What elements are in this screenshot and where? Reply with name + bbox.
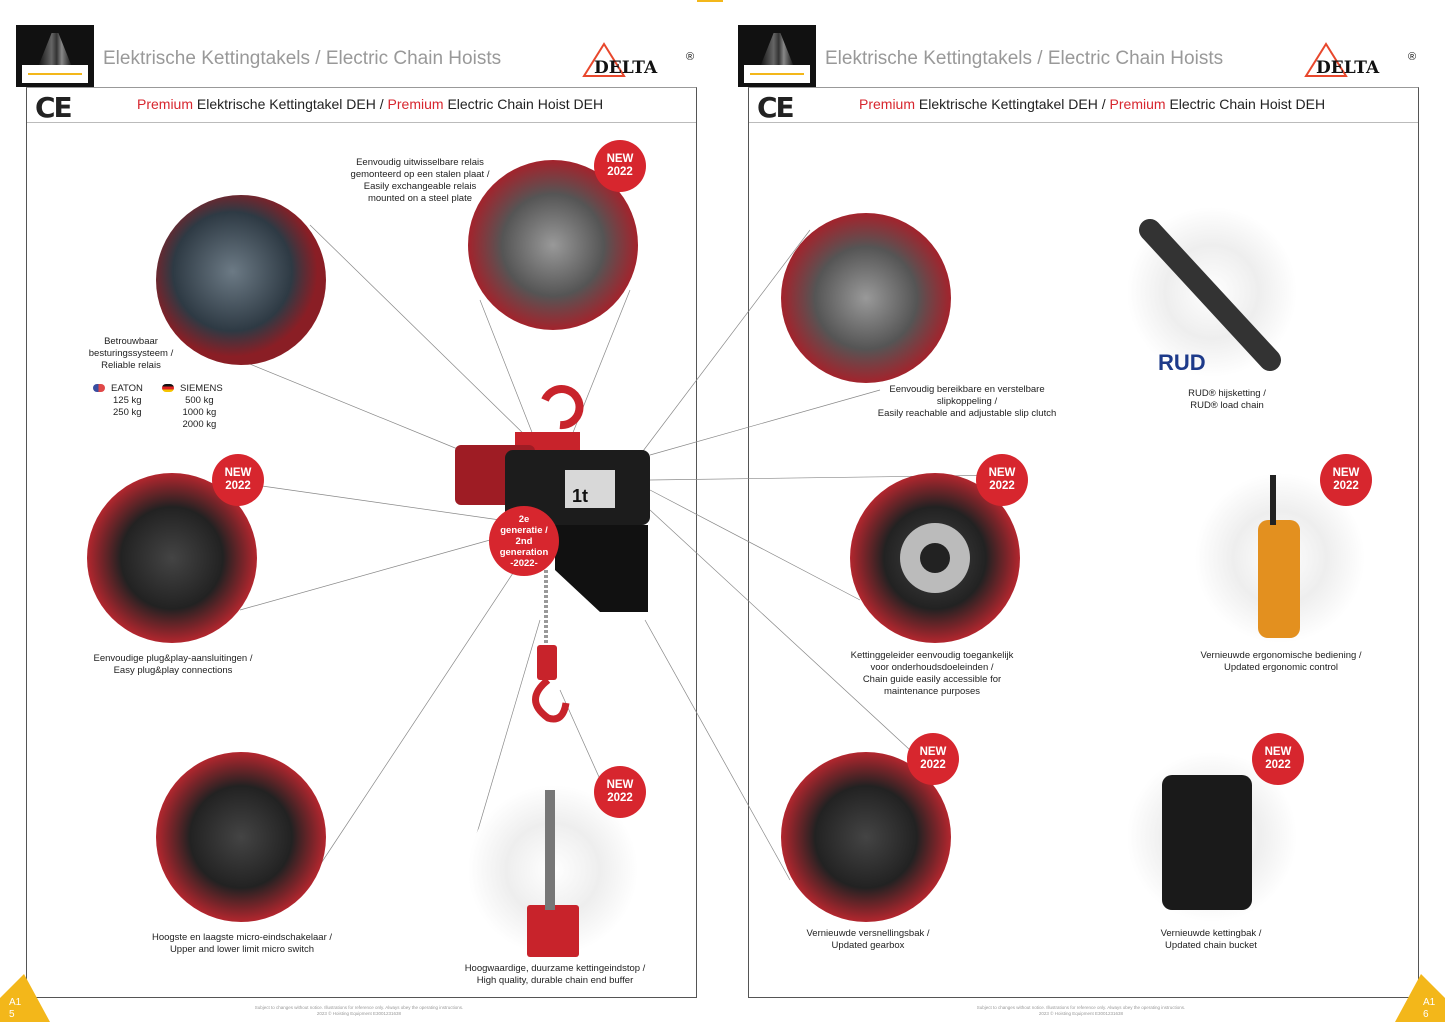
capacity-plate: 1t [572, 486, 588, 506]
label-gearbox: Vernieuwde versnellingsbak /Updated gear… [806, 928, 930, 951]
label-chain-buffer: Hoogwaardige, duurzame kettingeindstop /… [464, 963, 646, 986]
hoist-image: 1t [455, 385, 650, 723]
gearbox-photo [781, 752, 951, 922]
ce-mark: CE [757, 91, 795, 124]
slip-clutch-photo [781, 213, 951, 383]
section-tab [16, 25, 94, 87]
page-frame-left: CE Premium Elektrische Kettingtakel DEH … [26, 87, 697, 998]
svg-text:®: ® [686, 51, 694, 63]
top-mark [697, 0, 723, 2]
section-tab [738, 25, 816, 87]
delta-logo: DELTA ® [582, 42, 694, 78]
page-frame-right: CE Premium Elektrische Kettingtakel DEH … [748, 87, 1419, 998]
label-plug-play: Eenvoudige plug&play-aansluitingen /Easy… [93, 653, 253, 676]
svg-text:®: ® [1408, 51, 1416, 63]
delta-logo: DELTA ® [1304, 42, 1416, 78]
relays-photo [156, 195, 326, 365]
page-subtitle: Premium Elektrische Kettingtakel DEH / P… [859, 96, 1326, 112]
label-chain-bucket: Vernieuwde kettingbak /Updated chain buc… [1160, 928, 1262, 951]
header-title: Elektrische Kettingtakels / Electric Cha… [103, 48, 502, 69]
label-ergonomic-control: Vernieuwde ergonomische bediening /Updat… [1200, 650, 1362, 673]
label-limit-switch: Hoogste en laagste micro-eindschakelaar … [151, 932, 333, 955]
control-box-photo [468, 160, 638, 330]
header-title: Elektrische Kettingtakels / Electric Cha… [825, 48, 1224, 69]
german-flag-icon [162, 384, 174, 393]
rud-logo: RUD [1158, 350, 1206, 375]
page-subtitle: Premium Elektrische Kettingtakel DEH / P… [137, 96, 604, 112]
us-flag-icon [93, 384, 105, 393]
footer-left: Subject to changes without notice. Illus… [254, 1005, 464, 1016]
label-rud-chain: RUD® hijsketting /RUD® load chain [1188, 388, 1266, 411]
ce-mark: CE [35, 91, 73, 124]
photo-circles [87, 160, 1365, 957]
limit-switch-photo [156, 752, 326, 922]
plug-connections-photo [87, 473, 257, 643]
svg-text:DELTA: DELTA [1316, 58, 1380, 78]
svg-text:DELTA: DELTA [594, 58, 658, 78]
footer-right: Subject to changes without notice. Illus… [976, 1005, 1186, 1016]
